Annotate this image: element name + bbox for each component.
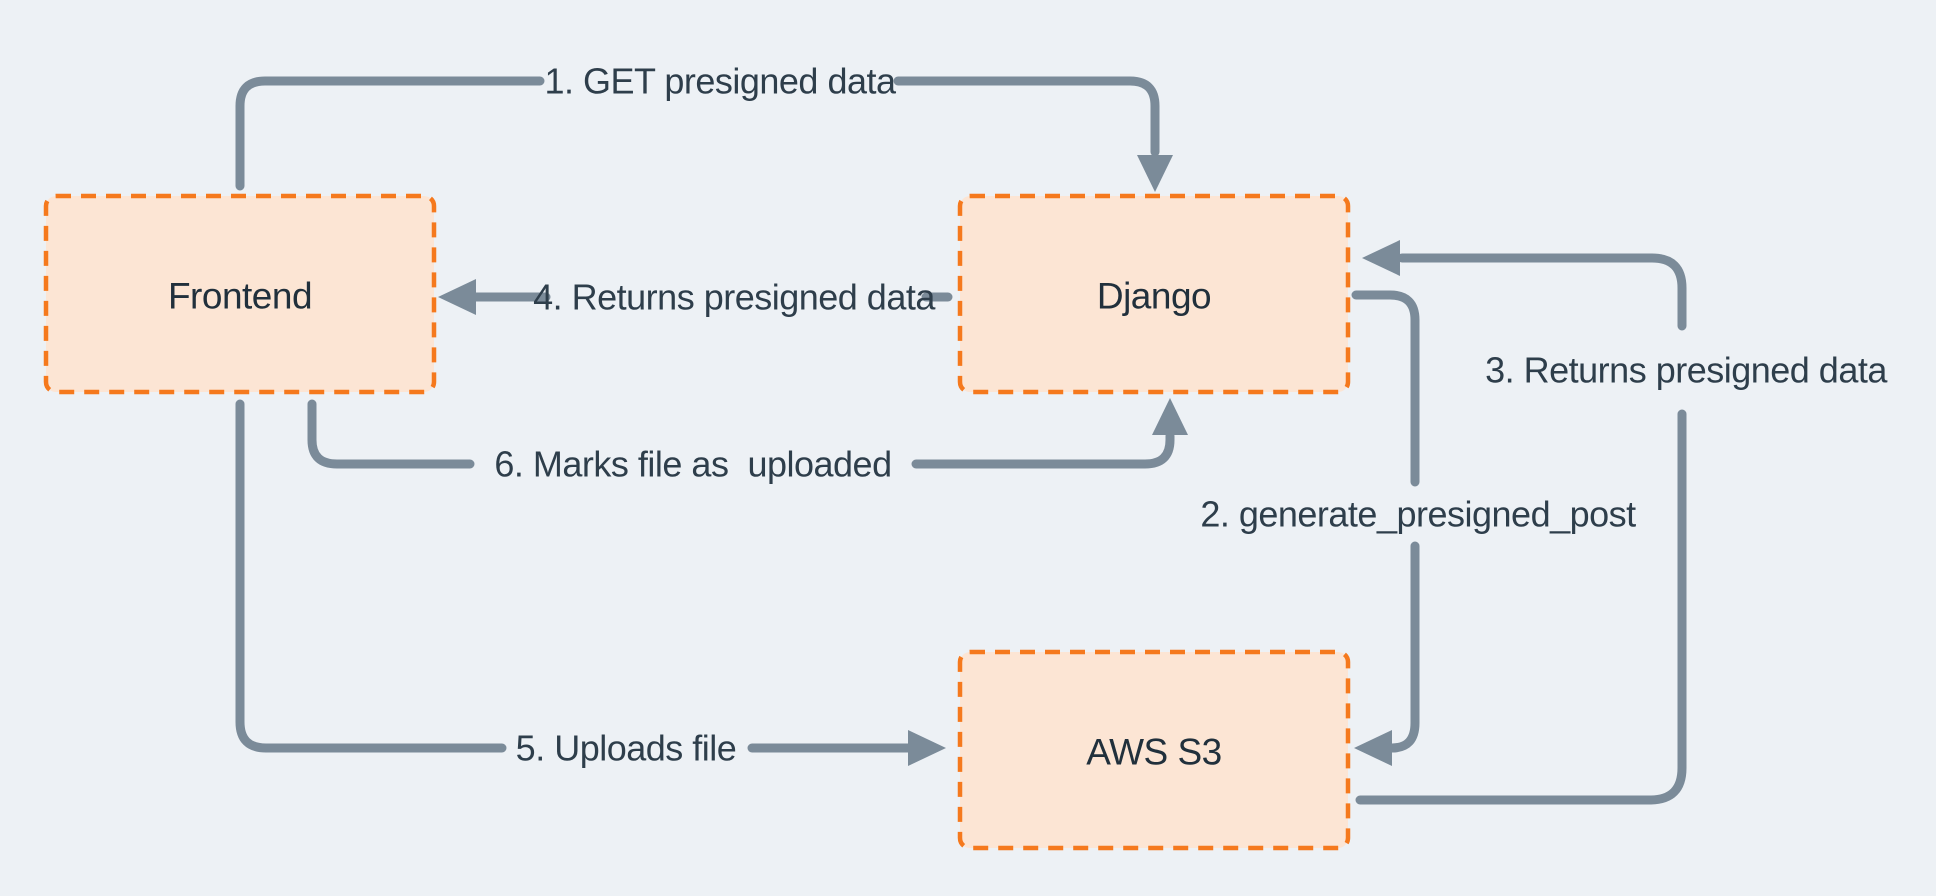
django-node: Django — [957, 193, 1351, 395]
edge-2-arrowhead-left-icon — [1354, 730, 1392, 766]
edge-2-line-start — [1351, 290, 1420, 487]
frontend-label: Frontend — [168, 276, 312, 317]
edge-1-line-start — [235, 76, 545, 191]
aws-s3-box — [957, 649, 1351, 851]
edge-1-line-end — [893, 76, 1160, 157]
edge-6-label: 6. Marks file as uploaded — [494, 444, 891, 485]
aws-s3-label: AWS S3 — [1086, 732, 1221, 773]
django-label: Django — [1097, 276, 1211, 317]
edge-5-label: 5. Uploads file — [516, 728, 737, 769]
edge-2-label: 2. generate_presigned_post — [1200, 494, 1636, 535]
edge-6-line-end — [911, 431, 1175, 469]
edge-3-line-start — [1355, 409, 1687, 805]
edge-3-line-end — [1397, 253, 1687, 331]
edge-1-label: 1. GET presigned data — [544, 61, 897, 102]
edge-1-arrowhead-down-icon — [1137, 155, 1173, 192]
frontend-box — [43, 193, 437, 395]
aws-s3-node: AWS S3 — [957, 649, 1351, 851]
edge-4-arrowhead-left-icon — [438, 279, 476, 315]
edge-4-label: 4. Returns presigned data — [533, 277, 936, 318]
frontend-node: Frontend — [43, 193, 437, 395]
edge-5-line-start — [235, 399, 507, 753]
edge-6-line-start — [307, 399, 475, 469]
edge-3-label: 3. Returns presigned data — [1485, 350, 1888, 391]
edge-5-arrowhead-right-icon — [908, 730, 946, 766]
edge-2-line-end — [1387, 541, 1420, 753]
django-box — [957, 193, 1351, 395]
edge-6-arrowhead-up-icon — [1152, 398, 1188, 435]
edge-3-arrowhead-left-icon — [1362, 240, 1400, 276]
